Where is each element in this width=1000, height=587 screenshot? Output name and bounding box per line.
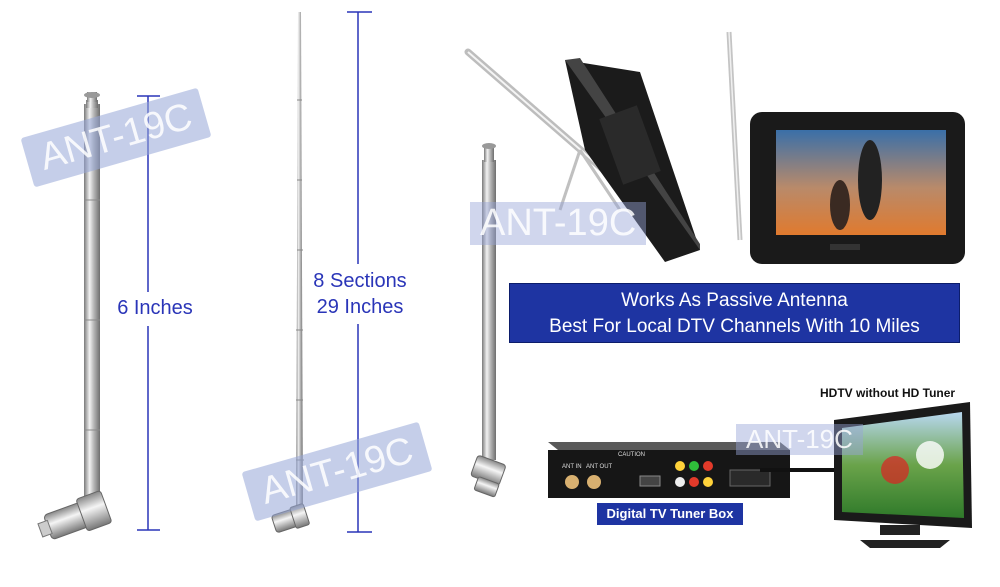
- extended-antenna-standalone: [470, 143, 506, 498]
- tuner-ant-out-label: ANT OUT: [586, 464, 613, 470]
- banner-line-2: Best For Local DTV Channels With 10 Mile…: [549, 316, 920, 337]
- tuner-ant-in-label: ANT IN: [562, 464, 582, 470]
- digital-tv-tuner-box: [548, 442, 850, 498]
- long-antenna-length-label: 29 Inches: [316, 296, 404, 318]
- watermark-right-middle: ANT-19C: [470, 202, 647, 245]
- long-antenna-dimension-line: [347, 11, 372, 533]
- short-antenna: [37, 92, 160, 540]
- feature-banner: Works As Passive Antenna Best For Local …: [509, 283, 960, 343]
- long-antenna: [271, 11, 372, 533]
- portable-tv-back: [464, 48, 700, 262]
- portable-tv-front: [726, 31, 965, 264]
- short-antenna-length-label: 6 Inches: [117, 297, 193, 319]
- hdtv-caption: HDTV without HD Tuner: [820, 386, 956, 400]
- banner-line-1: Works As Passive Antenna: [621, 290, 848, 311]
- long-antenna-sections-label: 8 Sections: [313, 270, 407, 292]
- tuner-caution-label: CAUTION: [618, 452, 645, 458]
- tuner-box-caption: Digital TV Tuner Box: [597, 503, 743, 525]
- watermark-bottom-right: ANT-19C: [736, 424, 863, 455]
- hdtv-monitor: [834, 402, 972, 548]
